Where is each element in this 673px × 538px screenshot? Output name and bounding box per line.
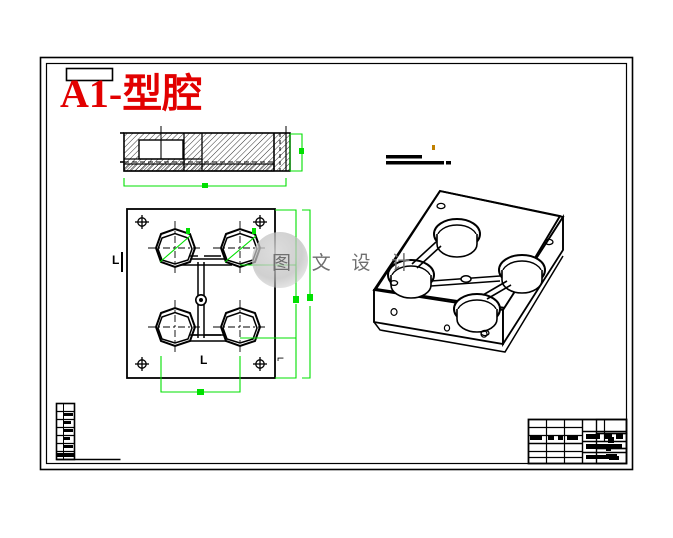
- isometric-runners: [411, 241, 512, 300]
- section-marker-right: ⌐: [277, 351, 284, 365]
- cavity-centerlines: [148, 221, 267, 354]
- section-view-dimensions: [123, 133, 304, 188]
- section-view: [120, 126, 291, 172]
- section-markers: L L ⌐: [112, 252, 284, 367]
- section-marker-bottom: L: [200, 353, 207, 367]
- bolt-holes: [135, 215, 267, 371]
- drawing-frame: [39, 56, 634, 471]
- watermark-logo: [252, 232, 308, 288]
- title-block-right-column: [595, 418, 628, 465]
- title-block: [527, 418, 628, 465]
- left-margin-block: [55, 402, 121, 461]
- section-marker-left: L: [112, 253, 119, 267]
- isometric-cavities: [387, 218, 546, 333]
- sheet-title: A1-型腔: [60, 71, 203, 116]
- isometric-view: [372, 189, 565, 353]
- technical-note: [386, 145, 451, 165]
- watermark-text: 图 文 设 计: [272, 253, 419, 274]
